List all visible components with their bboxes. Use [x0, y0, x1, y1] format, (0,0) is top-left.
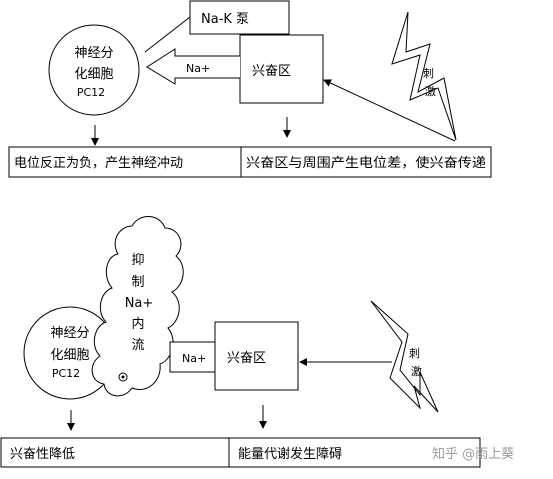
top-cell-label-3: PC12 — [77, 86, 105, 99]
top-pump-connector — [144, 16, 191, 53]
bottom-panel: 神经分 化细胞 PC12 抑 制 Na+ 内 流 Na+ 兴奋区 刺 激 兴奋性… — [0, 216, 481, 468]
bottom-na-label: Na+ — [182, 352, 206, 365]
top-cell-circle — [48, 24, 140, 116]
top-excitation-label: 兴奋区 — [252, 64, 291, 79]
top-result-right: 兴奋区与周围产生电位差，使兴奋传递 — [246, 155, 486, 171]
top-excitation-box — [239, 34, 324, 104]
bottom-cell-label-3: PC12 — [52, 367, 80, 380]
bottom-cloud-swirl-icon — [118, 372, 128, 382]
bottom-cell-label-1: 神经分 — [50, 326, 89, 341]
bottom-na-channel — [169, 341, 216, 373]
bottom-cloud-line-2: 制 — [131, 275, 144, 290]
top-pump-box — [189, 0, 290, 35]
top-cell-label-1: 神经分 — [74, 46, 113, 61]
top-result-bar — [8, 146, 492, 178]
top-pump-label: Na-K 泵 — [201, 12, 249, 27]
bottom-result-right: 能量代谢发生障碍 — [238, 446, 342, 462]
top-stimulus-label-2: 激 — [425, 84, 436, 98]
bottom-result-bar — [0, 437, 481, 468]
bottom-cloud-line-1: 抑 — [131, 253, 144, 268]
bottom-stimulus-label-2: 激 — [411, 364, 422, 378]
bottom-cell-label-2: 化细胞 — [50, 348, 89, 363]
bottom-result-left: 兴奋性降低 — [10, 447, 75, 462]
bottom-stimulus-label-1: 刺 — [409, 347, 420, 360]
top-na-arrow — [146, 48, 240, 85]
top-result-left: 电位反正为负，产生神经冲动 — [14, 156, 183, 171]
bottom-cloud-line-5: 流 — [131, 338, 144, 353]
watermark-text: 知乎 @雨上葵 — [432, 446, 514, 462]
bottom-excitation-box — [214, 321, 299, 391]
top-stimulus-label-1: 刺 — [423, 67, 434, 80]
bottom-excitation-label: 兴奋区 — [227, 351, 266, 366]
top-panel: 神经分 化细胞 PC12 Na-K 泵 兴奋区 Na+ 刺 激 电位反正为负，产… — [8, 0, 492, 178]
top-stimulus-arrow — [323, 79, 456, 142]
top-lightning-icon — [391, 11, 457, 141]
top-na-label: Na+ — [186, 62, 210, 75]
bottom-inhibition-cloud — [91, 216, 184, 397]
top-cell-label-2: 化细胞 — [74, 67, 113, 82]
bottom-lightning-icon — [370, 300, 439, 413]
bottom-cloud-line-3: Na+ — [125, 296, 154, 311]
bottom-cloud-swirl-dot — [121, 375, 125, 379]
bottom-cloud-line-4: 内 — [131, 316, 144, 332]
